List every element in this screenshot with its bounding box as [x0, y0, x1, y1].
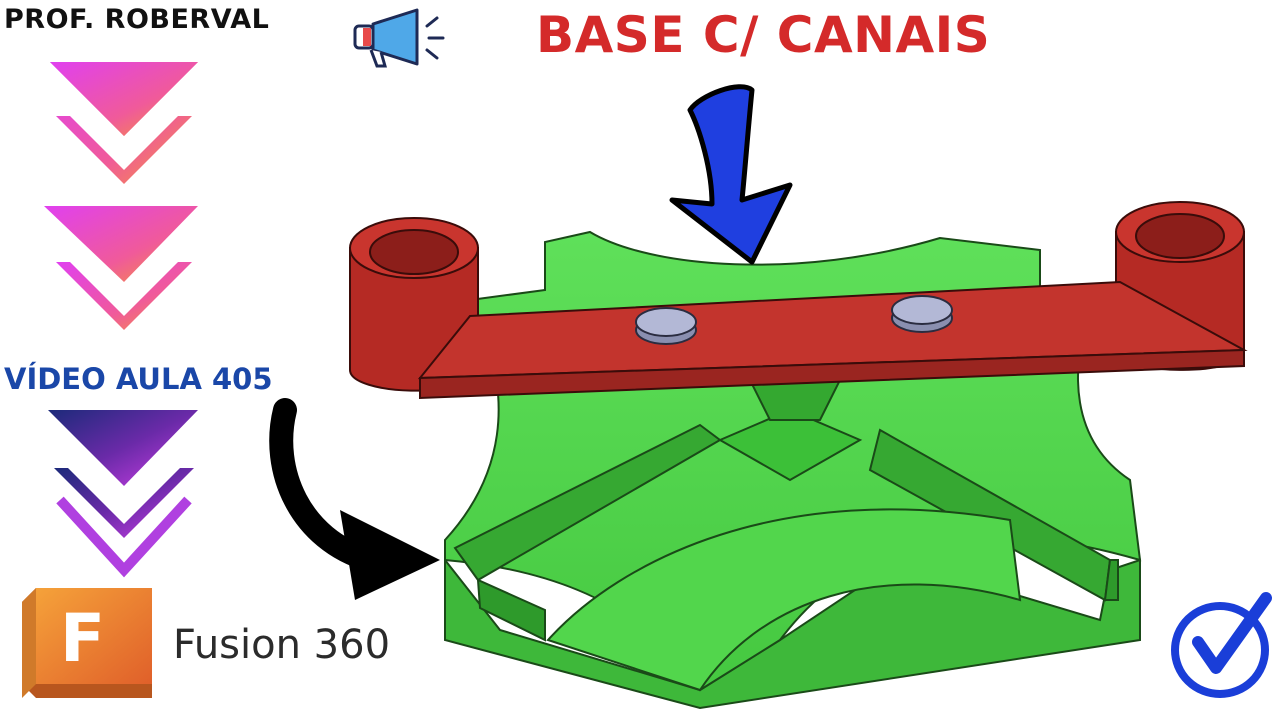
software-name: Fusion 360	[173, 622, 391, 668]
down-arrow-icon	[669, 84, 793, 265]
fusion-logo	[22, 588, 152, 698]
author-name: PROF. ROBERVAL	[4, 4, 270, 35]
chevron-down-icon	[50, 62, 198, 184]
megaphone-icon	[353, 8, 445, 68]
headline: BASE C/ CANAIS	[536, 6, 991, 64]
lesson-label: VÍDEO AULA 405	[4, 362, 273, 396]
checkmark-icon	[1171, 592, 1272, 698]
fusion-logo-letter: F	[60, 600, 106, 677]
chevron-down-icon	[44, 206, 198, 330]
chevron-down-icon	[48, 410, 198, 578]
curved-arrow-icon	[269, 398, 440, 600]
red-bar-part	[349, 201, 1248, 400]
